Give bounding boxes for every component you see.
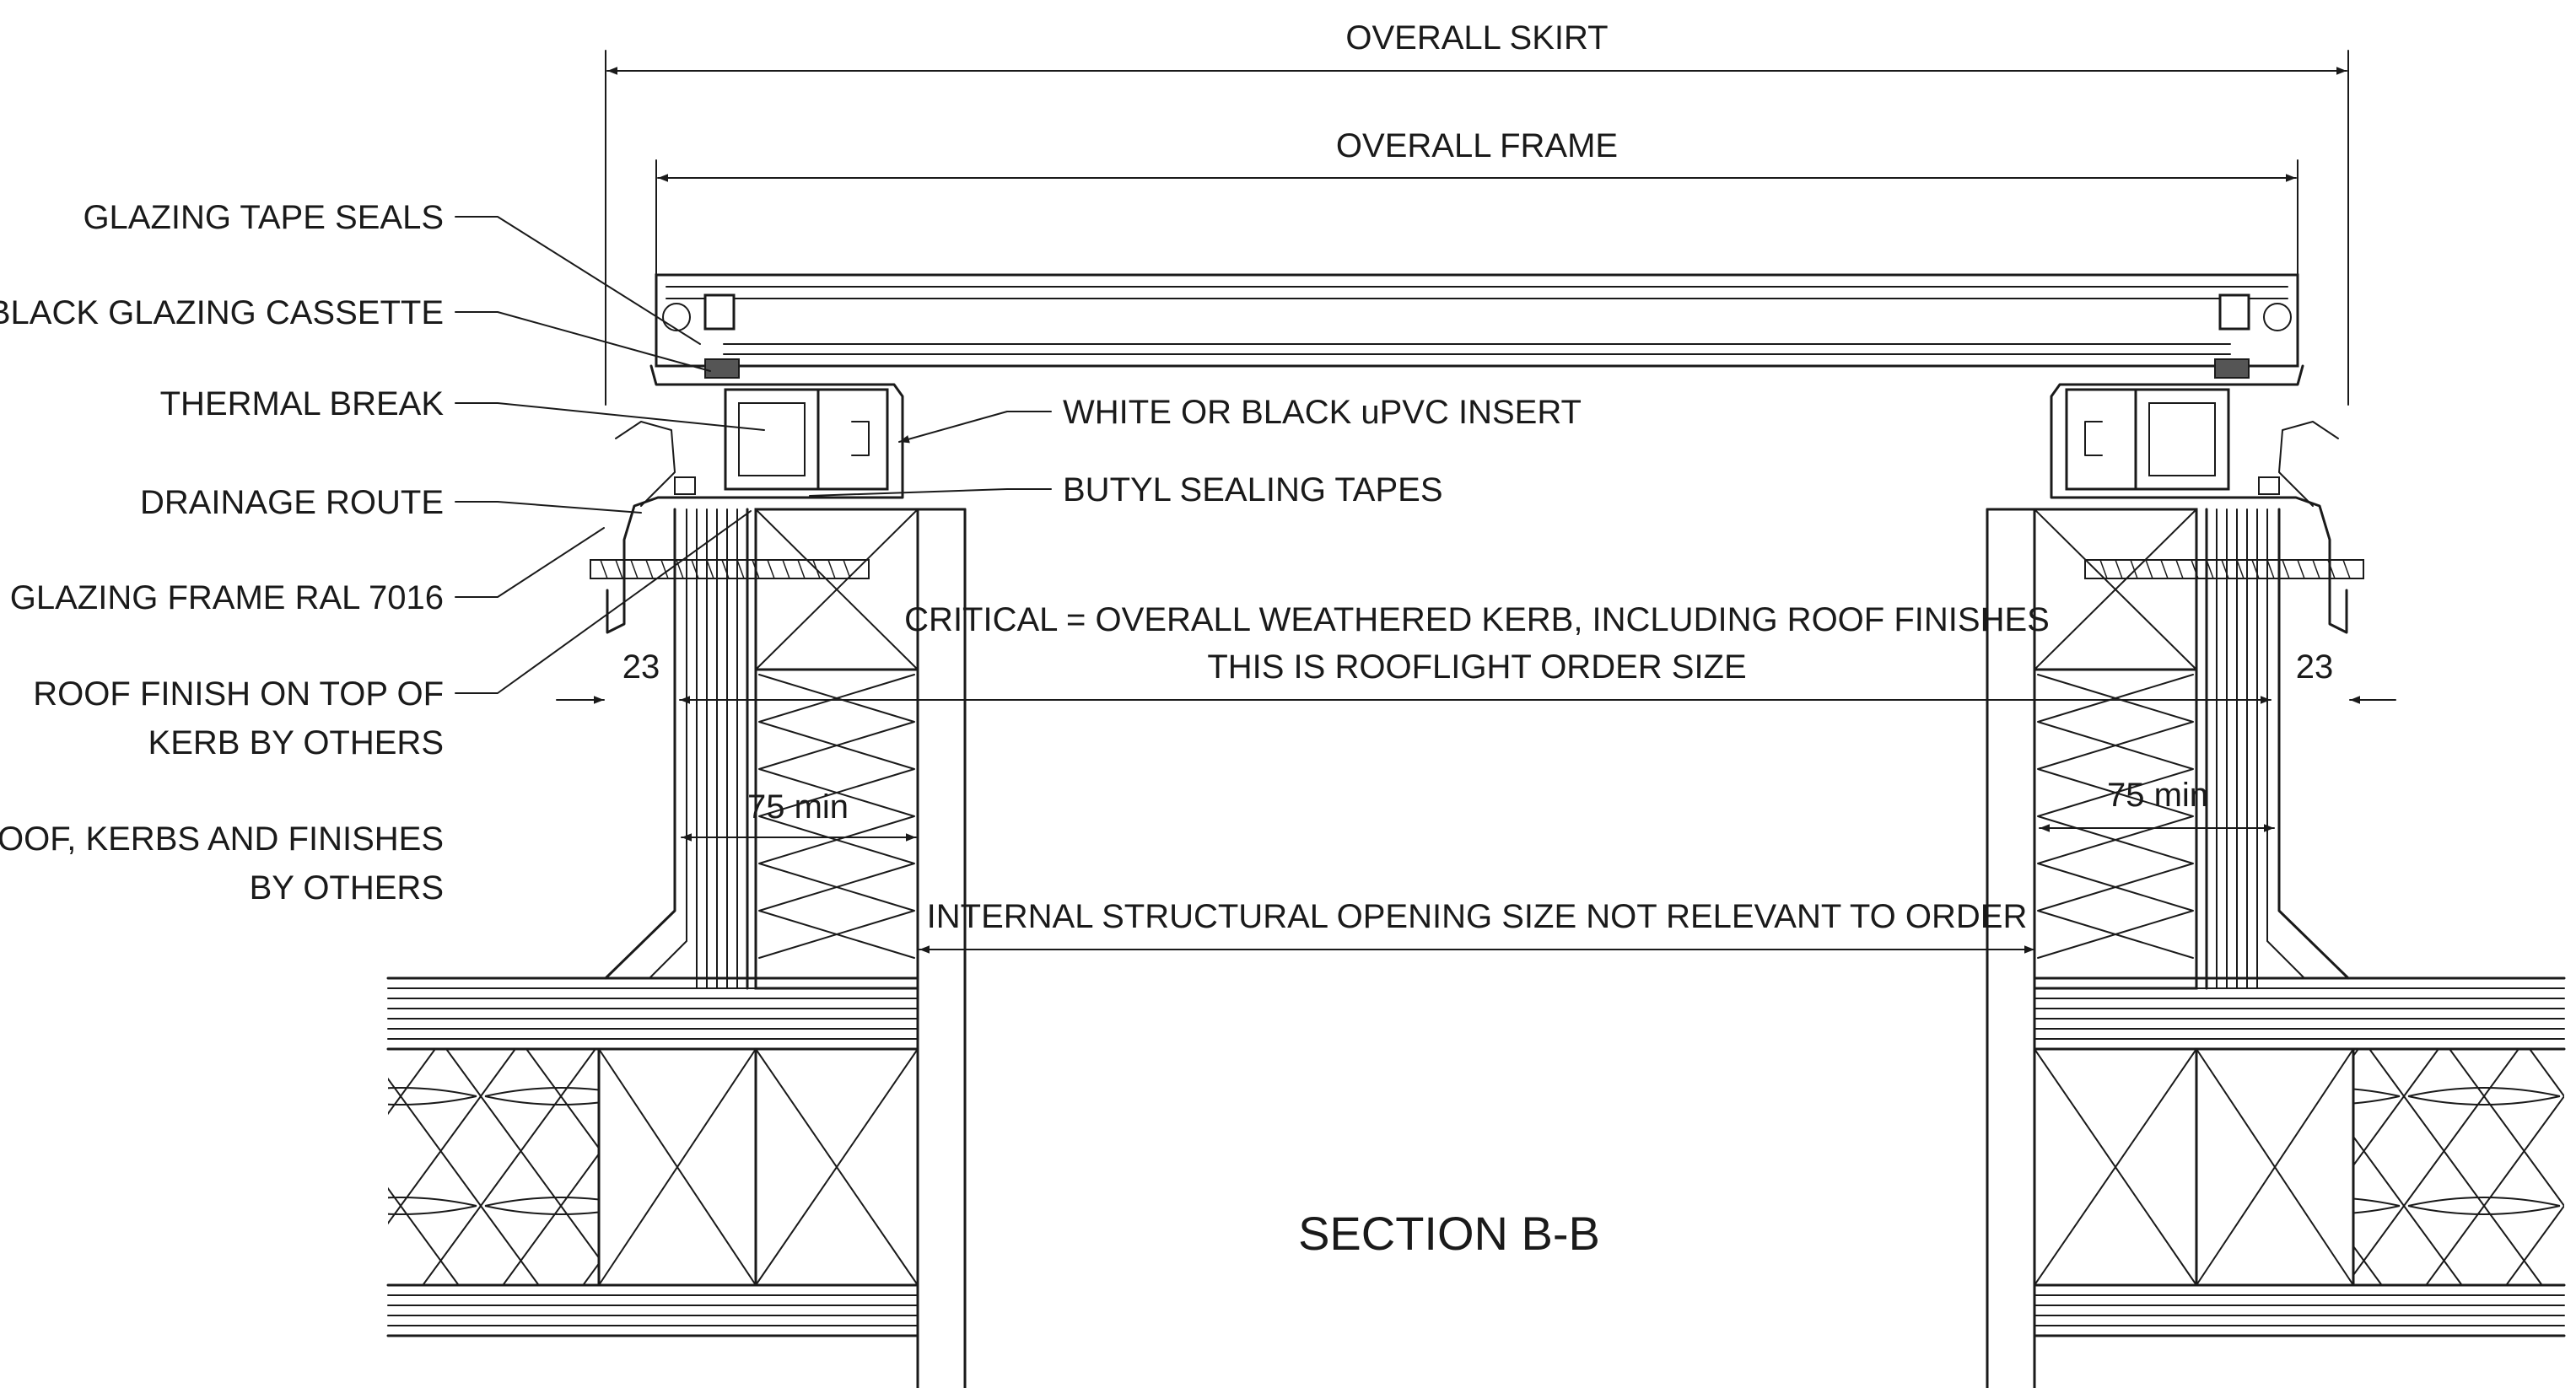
glazing-unit: [655, 273, 2299, 368]
critical-label-line2: THIS IS ROOFLIGHT ORDER SIZE: [1207, 648, 1746, 686]
overall-skirt-dimension: [605, 50, 2349, 406]
label-glazing-tape-seals: GLAZING TAPE SEALS: [83, 199, 444, 236]
label-drainage-route: DRAINAGE ROUTE: [140, 484, 444, 521]
label-roof-kerbs-line1: ROOF, KERBS AND FINISHES: [0, 820, 444, 858]
section-title: SECTION B-B: [1298, 1207, 1600, 1260]
dimension-labels: OVERALL SKIRT OVERALL FRAME CRITICAL = O…: [622, 19, 2334, 935]
label-roof-finish-line1: ROOF FINISH ON TOP OF: [33, 675, 444, 713]
min-left-label: 75 min: [747, 788, 849, 826]
label-glazing-frame: GLAZING FRAME RAL 7016: [10, 579, 444, 616]
label-roof-kerbs-line2: BY OTHERS: [250, 869, 444, 907]
glazing-frame-left: [590, 358, 904, 634]
min-right-label: 75 min: [2107, 777, 2208, 814]
label-roof-finish-line2: KERB BY OTHERS: [148, 724, 444, 761]
overall-skirt-label: OVERALL SKIRT: [1345, 19, 1608, 56]
label-thermal-break: THERMAL BREAK: [160, 385, 445, 422]
glazing-frame-right: [2050, 358, 2364, 634]
overall-frame-dimension: [655, 159, 2298, 279]
offset-right-label: 23: [2296, 648, 2334, 686]
label-butyl-tapes: BUTYL SEALING TAPES: [1063, 471, 1443, 508]
offset-left-label: 23: [622, 648, 660, 686]
component-labels: GLAZING TAPE SEALS BLACK GLAZING CASSETT…: [0, 199, 1582, 907]
label-black-glazing-cassette: BLACK GLAZING CASSETTE: [0, 294, 444, 331]
kerb-left: [604, 508, 967, 1388]
internal-opening-label: INTERNAL STRUCTURAL OPENING SIZE NOT REL…: [927, 898, 2028, 935]
leader-lines: [455, 216, 1052, 694]
roof-deck-left: [386, 976, 919, 1337]
label-upvc-insert: WHITE OR BLACK uPVC INSERT: [1063, 394, 1582, 431]
roof-deck-right: [2033, 976, 2566, 1337]
critical-label-line1: CRITICAL = OVERALL WEATHERED KERB, INCLU…: [904, 601, 2050, 638]
overall-frame-label: OVERALL FRAME: [1336, 127, 1618, 164]
kerb-right: [1986, 508, 2350, 1388]
